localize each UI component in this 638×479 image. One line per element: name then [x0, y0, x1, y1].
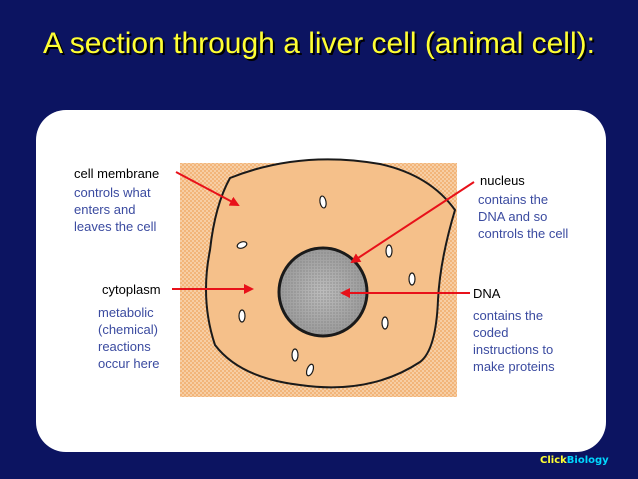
cytoplasm-description: metabolic (chemical) reactions occur her…: [98, 305, 160, 371]
cytoplasm-label: cytoplasm: [102, 282, 161, 297]
slide-title: A section through a liver cell (animal c…: [43, 27, 595, 60]
nucleus-description: contains the DNA and so controls the cel…: [478, 192, 569, 241]
cell-membrane-description: controls what enters and leaves the cell: [74, 185, 157, 234]
mitochondrion: [291, 348, 299, 362]
nucleus-texture: [281, 250, 365, 334]
mitochondrion: [236, 241, 248, 249]
cell-membrane-label: cell membrane: [74, 166, 160, 181]
mitochondrion: [238, 309, 246, 323]
mitochondria: [236, 195, 416, 377]
cell-membrane-arrow: [175, 171, 240, 206]
logo-part-biology: Biology: [566, 455, 609, 466]
logo-part-click: Click: [540, 455, 567, 466]
dna-description: contains the coded instructions to make …: [473, 308, 555, 374]
mitochondrion: [408, 272, 416, 286]
nucleus-label: nucleus: [480, 173, 525, 188]
mitochondrion: [381, 316, 389, 330]
clickbiology-logo: ClickBiology: [540, 455, 609, 466]
nucleus-arrow: [350, 181, 475, 264]
dna-label: DNA: [473, 286, 501, 301]
mitochondrion: [385, 244, 393, 258]
mitochondrion: [319, 195, 327, 209]
mitochondrion: [305, 363, 315, 377]
